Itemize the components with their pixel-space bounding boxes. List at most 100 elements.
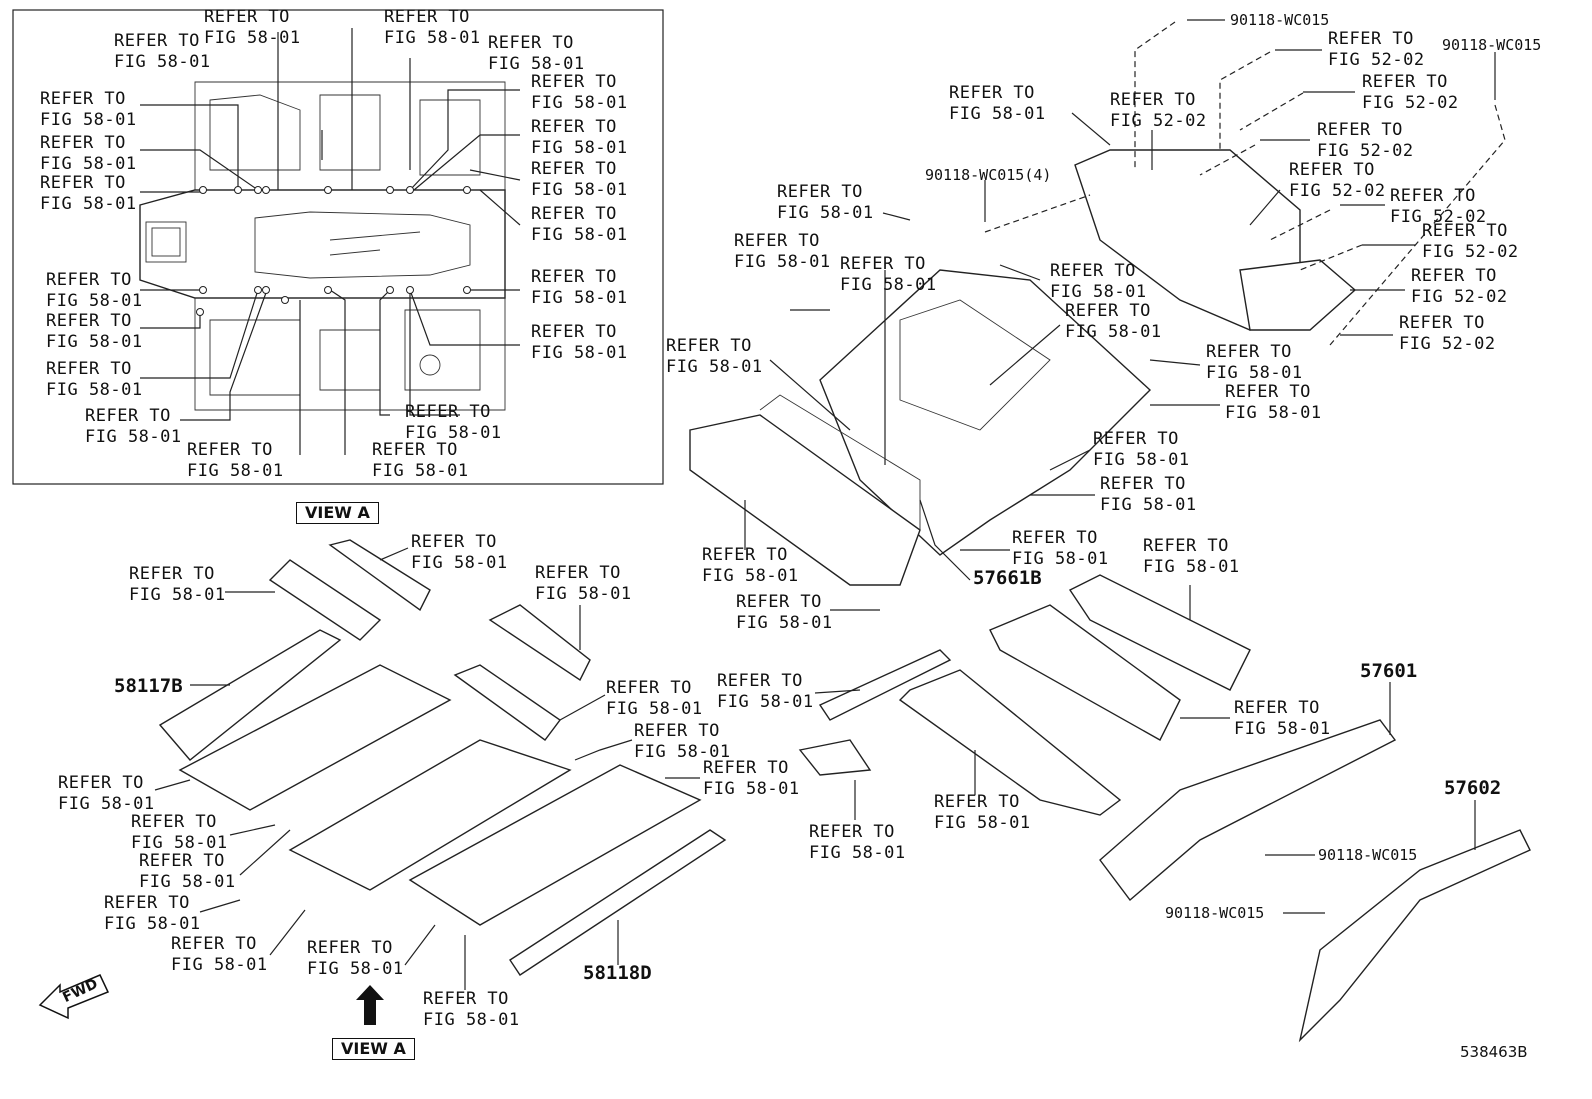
fig-ref[interactable]: FIG 58-01 [1100, 495, 1197, 515]
refer-text: REFER TO [777, 182, 863, 202]
bolt-label[interactable]: 90118-WC015(4) [925, 166, 1052, 184]
fig-ref[interactable]: FIG 58-01 [531, 180, 628, 200]
rear-floor-pan [819, 269, 1152, 556]
fig-ref[interactable]: FIG 58-01 [531, 138, 628, 158]
fig-ref[interactable]: FIG 58-01 [488, 54, 585, 74]
fig-ref[interactable]: FIG 58-01 [58, 794, 155, 814]
fig-ref[interactable]: FIG 58-01 [1050, 282, 1147, 302]
fig-ref[interactable]: FIG 58-01 [40, 194, 137, 214]
fig-ref[interactable]: FIG 58-01 [1093, 450, 1190, 470]
fig-ref[interactable]: FIG 58-01 [85, 427, 182, 447]
refer-text: REFER TO [488, 33, 574, 53]
refer-text: REFER TO [1390, 186, 1476, 206]
part-number[interactable]: 57602 [1444, 777, 1502, 799]
fig-ref[interactable]: FIG 58-01 [129, 585, 226, 605]
fig-ref[interactable]: FIG 58-01 [934, 813, 1031, 833]
fig-ref[interactable]: FIG 58-01 [405, 423, 502, 443]
fig-ref[interactable]: FIG 58-01 [1065, 322, 1162, 342]
part-number[interactable]: 57661B [973, 567, 1042, 589]
fig-ref[interactable]: FIG 58-01 [40, 154, 137, 174]
fig-ref[interactable]: FIG 58-01 [840, 275, 937, 295]
fig-ref[interactable]: FIG 58-01 [1012, 549, 1109, 569]
fig-ref[interactable]: FIG 58-01 [666, 357, 763, 377]
fig-ref[interactable]: FIG 58-01 [139, 872, 236, 892]
refer-text: REFER TO [809, 822, 895, 842]
view-a-floor [139, 81, 506, 411]
fig-ref[interactable]: FIG 58-01 [131, 833, 228, 853]
fig-ref[interactable]: FIG 52-02 [1399, 334, 1496, 354]
view-a-leaders [140, 28, 521, 455]
fig-ref[interactable]: FIG 52-02 [1422, 242, 1519, 262]
refer-text: REFER TO [840, 254, 926, 274]
fig-ref[interactable]: FIG 58-01 [634, 742, 731, 762]
fig-ref[interactable]: FIG 58-01 [1206, 363, 1303, 383]
fig-ref[interactable]: FIG 58-01 [307, 959, 404, 979]
part-number[interactable]: 58117B [114, 675, 183, 697]
fig-ref[interactable]: FIG 58-01 [703, 779, 800, 799]
fig-ref[interactable]: FIG 58-01 [46, 291, 143, 311]
fig-ref[interactable]: FIG 58-01 [606, 699, 703, 719]
fig-ref[interactable]: FIG 58-01 [171, 955, 268, 975]
bolt-label[interactable]: 90118-WC015 [1230, 11, 1330, 29]
fig-ref[interactable]: FIG 58-01 [187, 461, 284, 481]
fig-ref[interactable]: FIG 58-01 [1143, 557, 1240, 577]
refer-text: REFER TO [129, 564, 215, 584]
fig-ref[interactable]: FIG 58-01 [46, 332, 143, 352]
fig-ref[interactable]: FIG 52-02 [1289, 181, 1386, 201]
bolt-label[interactable]: 90118-WC015 [1318, 846, 1418, 864]
fig-ref[interactable]: FIG 52-02 [1390, 207, 1487, 227]
fig-ref[interactable]: FIG 58-01 [204, 28, 301, 48]
fig-ref[interactable]: FIG 58-01 [1225, 403, 1322, 423]
fig-ref[interactable]: FIG 58-01 [40, 110, 137, 130]
fig-ref[interactable]: FIG 52-02 [1411, 287, 1508, 307]
fig-ref[interactable]: FIG 58-01 [46, 380, 143, 400]
refer-text: REFER TO [46, 311, 132, 331]
refer-text: REFER TO [717, 671, 803, 691]
fig-ref[interactable]: FIG 58-01 [411, 553, 508, 573]
fig-ref[interactable]: FIG 58-01 [1234, 719, 1331, 739]
fig-ref[interactable]: FIG 58-01 [423, 1010, 520, 1030]
part-number[interactable]: 57601 [1360, 660, 1418, 682]
fig-ref[interactable]: FIG 58-01 [104, 914, 201, 934]
fig-ref[interactable]: FIG 52-02 [1362, 93, 1459, 113]
refer-text: REFER TO [307, 938, 393, 958]
refer-text: REFER TO [1411, 266, 1497, 286]
fig-ref[interactable]: FIG 58-01 [702, 566, 799, 586]
fig-ref[interactable]: FIG 58-01 [531, 225, 628, 245]
fig-ref[interactable]: FIG 58-01 [531, 288, 628, 308]
refer-text: REFER TO [1065, 301, 1151, 321]
fig-ref[interactable]: FIG 52-02 [1317, 141, 1414, 161]
fig-ref[interactable]: FIG 58-01 [717, 692, 814, 712]
fig-ref[interactable]: FIG 58-01 [535, 584, 632, 604]
fig-ref[interactable]: FIG 58-01 [384, 28, 481, 48]
part-number[interactable]: 58118D [583, 962, 652, 984]
fig-ref[interactable]: FIG 58-01 [736, 613, 833, 633]
center-tunnel [689, 394, 921, 586]
fig-ref[interactable]: FIG 58-01 [949, 104, 1046, 124]
bolt-label[interactable]: 90118-WC015 [1442, 36, 1542, 54]
fig-ref[interactable]: FIG 58-01 [531, 93, 628, 113]
refer-text: REFER TO [46, 270, 132, 290]
bolt-label[interactable]: 90118-WC015 [1165, 904, 1265, 922]
fig-ref[interactable]: FIG 58-01 [372, 461, 469, 481]
refer-text: REFER TO [1100, 474, 1186, 494]
fig-ref[interactable]: FIG 58-01 [531, 343, 628, 363]
fig-ref[interactable]: FIG 52-02 [1328, 50, 1425, 70]
fig-ref[interactable]: FIG 58-01 [114, 52, 211, 72]
fig-ref[interactable]: FIG 58-01 [809, 843, 906, 863]
fig-ref[interactable]: FIG 58-01 [734, 252, 831, 272]
fig-ref[interactable]: FIG 52-02 [1110, 111, 1207, 131]
fig-ref[interactable]: FIG 58-01 [777, 203, 874, 223]
